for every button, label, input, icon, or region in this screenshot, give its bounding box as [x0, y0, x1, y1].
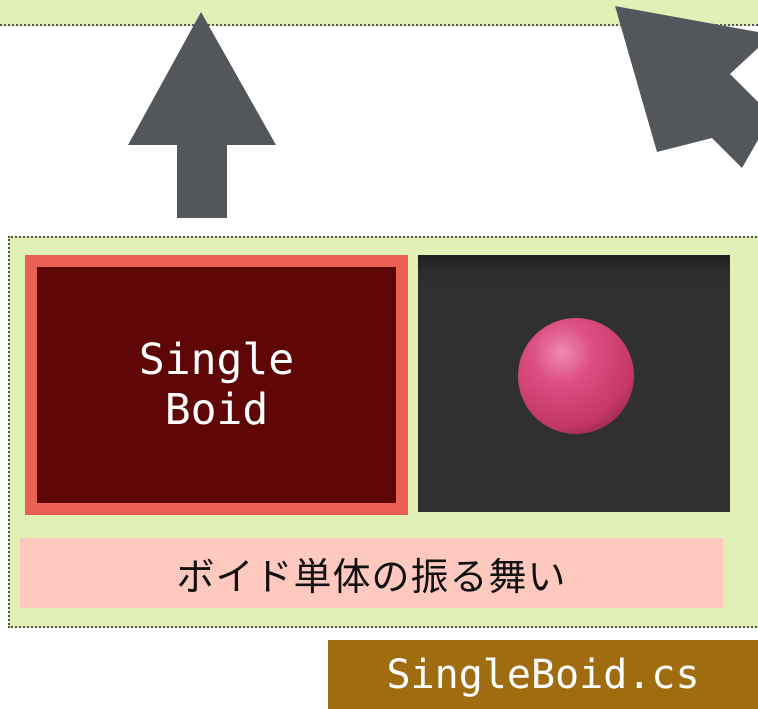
arrow-up-icon: [128, 12, 276, 218]
title-line-1: Single: [138, 335, 295, 385]
module-caption: ボイド単体の振る舞い: [20, 538, 723, 608]
boid-sphere: [518, 318, 634, 434]
file-name-label: SingleBoid.cs: [328, 640, 758, 709]
boid-preview-render: [518, 318, 634, 434]
single-boid-title: Single Boid: [139, 335, 294, 435]
arrows-layer: [128, 6, 758, 218]
single-boid-block: Single Boid: [25, 255, 408, 515]
title-line-2: Boid: [164, 385, 269, 435]
single-boid-block-inner: Single Boid: [37, 267, 396, 503]
boid-preview-panel: [418, 255, 730, 512]
arrow-up-left-icon: [615, 6, 758, 168]
